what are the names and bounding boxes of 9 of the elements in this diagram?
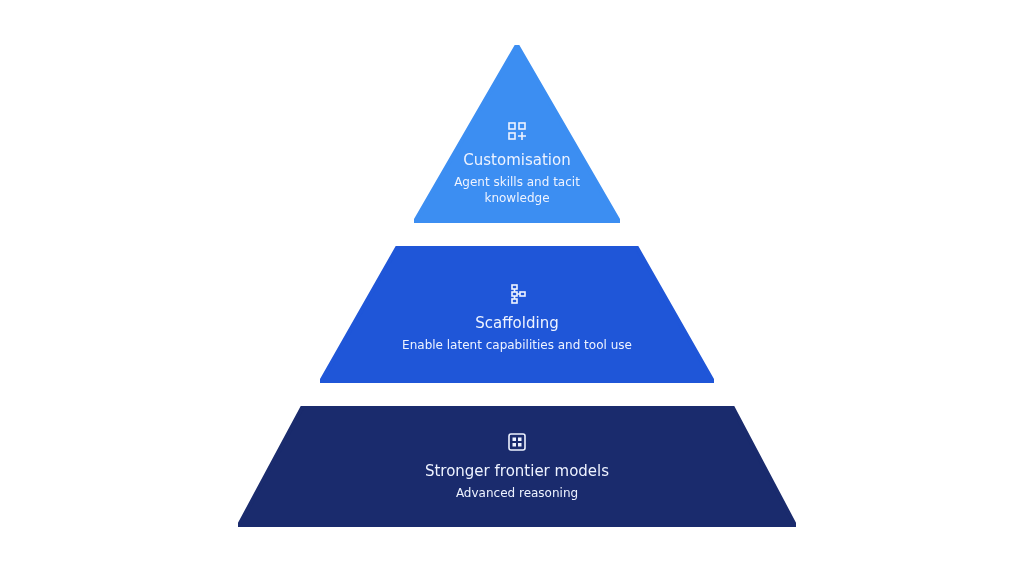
tier-description: Agent skills and tacit knowledge <box>453 175 581 207</box>
tier-heading: Stronger frontier models <box>424 462 610 480</box>
tier-description: Advanced reasoning <box>455 486 579 502</box>
tier-description: Enable latent capabilities and tool use <box>402 338 632 354</box>
tier-heading: Customisation <box>463 151 571 169</box>
pyramid-tier <box>320 246 714 383</box>
pyramid-tip <box>414 45 620 223</box>
tier-heading: Scaffolding <box>475 314 559 332</box>
pyramid-tier <box>238 406 796 527</box>
